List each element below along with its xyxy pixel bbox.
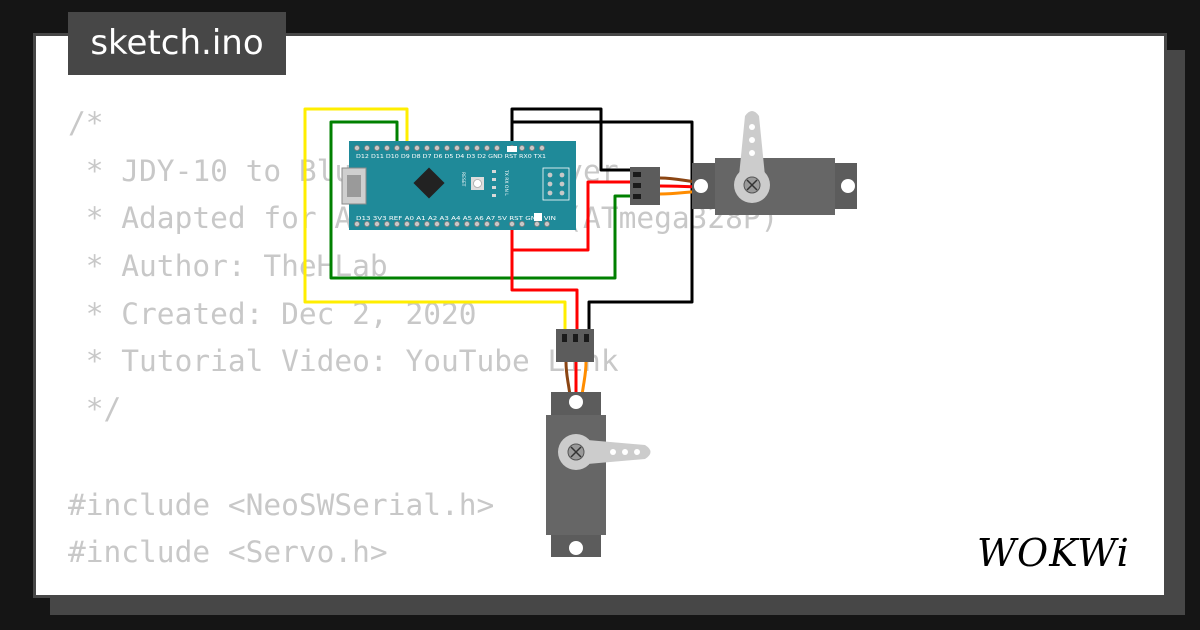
code-line: #include <Servo.h> [68, 535, 388, 570]
top-pin-labels: D12 D11 D10 D9 D8 D7 D6 D5 D4 D3 D2 GND … [356, 154, 546, 160]
code-line: * Author: TheHLab [68, 249, 388, 284]
code-line: * Tutorial Video: YouTube Link [68, 344, 619, 379]
servo-bottom[interactable] [546, 329, 651, 557]
reset-label: RESET [460, 172, 466, 187]
wokwi-logo-text: WOKWi [977, 531, 1130, 575]
code-line: /* [68, 106, 104, 140]
bottom-pin-labels: D13 3V3 REF A0 A1 A2 A3 A4 A5 A6 A7 5V R… [356, 216, 556, 222]
arduino-nano[interactable]: D12 D11 D10 D9 D8 D7 D6 D5 D4 D3 D2 GND … [341, 141, 576, 230]
wire-yellow [303, 107, 567, 332]
wire-red [510, 222, 579, 332]
filename-tab[interactable]: sketch.ino [68, 12, 286, 75]
servo-right[interactable] [630, 111, 857, 215]
wire-black [510, 120, 694, 332]
code-line: */ [68, 392, 122, 427]
code-line: #include <NeoSWSerial.h> [68, 487, 495, 522]
wire-green [329, 120, 632, 280]
wokwi-logo: WOKWi [977, 531, 1130, 575]
led-labels: TX RX ON L [503, 169, 509, 196]
wire-red [510, 180, 632, 252]
